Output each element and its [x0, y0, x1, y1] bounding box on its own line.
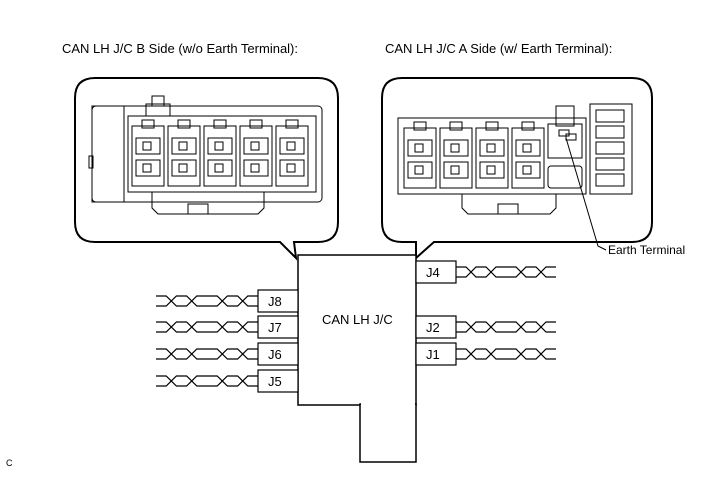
connector-j7-tab [257, 315, 299, 339]
connector-j2-label: J2 [426, 320, 440, 335]
twisted-pair-wire [156, 295, 258, 307]
twisted-pair-wire [156, 295, 258, 307]
b-side-terminal-slot [243, 159, 269, 177]
a-side-cavity [439, 127, 473, 189]
earth-terminal-label: Earth Terminal [608, 243, 685, 257]
b-side-cavity [167, 125, 201, 187]
twisted-pair-wire [156, 375, 258, 387]
connector-j1-label: J1 [426, 347, 440, 362]
connector-j4-label: J4 [426, 265, 440, 280]
a-side-latch [413, 121, 427, 131]
twisted-pair-wire [456, 266, 556, 278]
b-side-terminal-pin [214, 163, 224, 173]
b-side-terminal-pin [142, 141, 152, 151]
twisted-pair-wire [456, 321, 556, 333]
left-callout-bubble [74, 77, 339, 261]
a-side-terminal-slot [515, 139, 541, 157]
twisted-pair-wire [156, 321, 258, 333]
b-side-terminal-pin [286, 163, 296, 173]
b-side-terminal-pin [178, 141, 188, 151]
left-connector-title: CAN LH J/C B Side (w/o Earth Terminal): [62, 41, 298, 56]
b-side-terminal-pin [214, 141, 224, 151]
a-side-terminal-pin [522, 143, 532, 153]
b-side-cavity [203, 125, 237, 187]
connector-j6-label: J6 [268, 347, 282, 362]
a-side-terminal-slot [407, 139, 433, 157]
a-side-cavity [475, 127, 509, 189]
b-side-terminal-pin [250, 141, 260, 151]
right-connector-title: CAN LH J/C A Side (w/ Earth Terminal): [385, 41, 612, 56]
b-side-terminal-slot [135, 137, 161, 155]
a-side-terminal-slot [443, 139, 469, 157]
b-side-terminal-slot [279, 137, 305, 155]
a-side-latch [485, 121, 499, 131]
connector-j5-label: J5 [268, 374, 282, 389]
twisted-pair-wire [456, 321, 556, 333]
a-side-latch [449, 121, 463, 131]
a-side-terminal-slot [479, 139, 505, 157]
connector-j7-label: J7 [268, 320, 282, 335]
twisted-pair-wire [456, 266, 556, 278]
b-side-terminal-pin [250, 163, 260, 173]
b-side-terminal-pin [178, 163, 188, 173]
twisted-pair-wire [156, 348, 258, 360]
b-side-terminal-slot [135, 159, 161, 177]
b-side-latch [141, 119, 155, 129]
b-side-latch [177, 119, 191, 129]
twisted-pair-wire [156, 375, 258, 387]
can-junction-box-tail [359, 403, 417, 463]
b-side-terminal-slot [207, 137, 233, 155]
b-side-cavity [239, 125, 273, 187]
a-side-terminal-pin [450, 165, 460, 175]
a-side-terminal-pin [522, 165, 532, 175]
b-side-terminal-slot [207, 159, 233, 177]
twisted-pair-wire [156, 321, 258, 333]
a-side-terminal-slot [479, 161, 505, 179]
connector-j1-tab [415, 342, 457, 366]
b-side-terminal-slot [279, 159, 305, 177]
can-junction-box [297, 254, 417, 406]
a-side-terminal-slot [407, 161, 433, 179]
b-side-terminal-slot [171, 159, 197, 177]
connector-j8-tab [257, 289, 299, 313]
connector-j5-tab [257, 369, 299, 393]
twisted-pair-wire [456, 348, 556, 360]
b-side-latch [285, 119, 299, 129]
corner-code: C [6, 458, 13, 468]
a-side-connector-face [397, 103, 633, 215]
b-side-terminal-slot [171, 137, 197, 155]
a-side-terminal-pin [450, 143, 460, 153]
a-side-terminal-pin [486, 143, 496, 153]
earth-terminal-leader [565, 137, 607, 251]
b-side-cavity [275, 125, 309, 187]
b-side-terminal-pin [142, 163, 152, 173]
a-side-terminal-pin [414, 143, 424, 153]
b-side-latch [249, 119, 263, 129]
a-side-terminal-slot [443, 161, 469, 179]
connector-j8-label: J8 [268, 294, 282, 309]
b-side-cavity [131, 125, 165, 187]
b-side-latch [213, 119, 227, 129]
can-junction-box-label: CAN LH J/C [322, 312, 393, 327]
connector-j4-tab [415, 260, 457, 284]
a-side-cavity [403, 127, 437, 189]
twisted-pair-wire [156, 348, 258, 360]
b-side-connector-face [88, 95, 323, 215]
a-side-terminal-slot [515, 161, 541, 179]
connector-j2-tab [415, 315, 457, 339]
a-side-cavity [511, 127, 545, 189]
a-side-terminal-pin [486, 165, 496, 175]
b-side-terminal-pin [286, 141, 296, 151]
twisted-pair-wire [456, 348, 556, 360]
a-side-terminal-pin [414, 165, 424, 175]
b-side-terminal-slot [243, 137, 269, 155]
a-side-latch [521, 121, 535, 131]
connector-j6-tab [257, 342, 299, 366]
